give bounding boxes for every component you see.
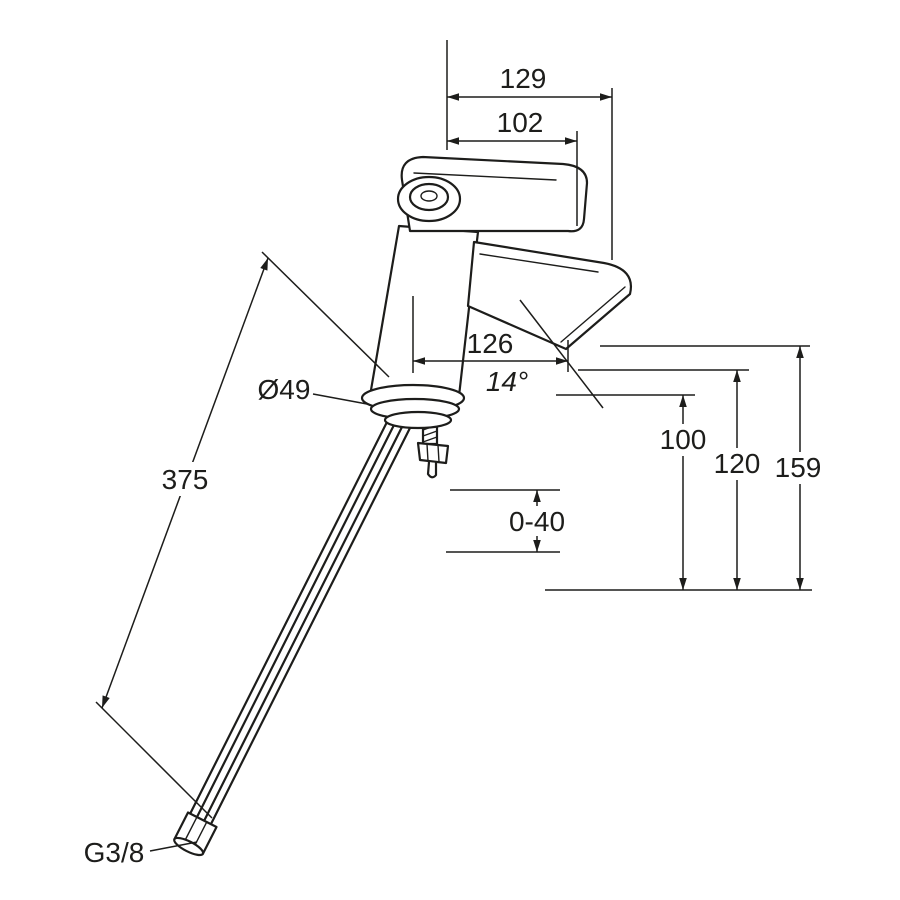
dim-label-159: 159 <box>775 452 822 483</box>
dim-dia49 <box>312 393 368 405</box>
dim-label-129: 129 <box>500 63 547 94</box>
angle-line <box>519 299 604 409</box>
spout-top-inner-line <box>479 253 599 273</box>
dim-g38 <box>149 841 198 852</box>
cartridge-dome <box>396 175 462 223</box>
nut-facet <box>426 443 429 462</box>
dim-label-120: 120 <box>714 448 761 479</box>
faucet-spout <box>466 240 633 351</box>
dim-label-102: 102 <box>497 107 544 138</box>
mounting-hardware <box>416 422 450 479</box>
flange-washer <box>383 410 453 430</box>
dim-129 <box>446 40 613 260</box>
dim-label-g38: G3/8 <box>84 837 145 868</box>
label-mask <box>709 448 765 480</box>
hose-line <box>208 420 415 828</box>
spout-face-inner-line <box>560 286 626 343</box>
hose-line <box>194 413 401 821</box>
dim-375 <box>95 251 390 819</box>
dim-label-375: 375 <box>162 464 209 495</box>
extension-line <box>95 701 213 819</box>
hose-connector-nut <box>173 811 218 857</box>
faucet-body <box>369 224 480 398</box>
faucet-illustration <box>173 155 633 857</box>
label-mask <box>769 452 827 484</box>
nut-facet <box>437 444 440 463</box>
dim-label-14deg: 14° <box>486 366 528 397</box>
label-mask <box>655 424 711 456</box>
label-mask <box>155 462 215 496</box>
dim-label-dia49: Ø49 <box>258 374 311 405</box>
hose-line <box>187 410 394 818</box>
leader-line <box>149 841 198 852</box>
dim-120 <box>578 369 765 590</box>
handle-inner-line <box>413 172 557 181</box>
dim-102 <box>447 131 578 226</box>
dome-middle <box>408 182 450 212</box>
dim-159 <box>600 345 827 590</box>
dim-0-40 <box>446 489 571 553</box>
dim-label-126: 126 <box>467 328 514 359</box>
stud-tip <box>426 460 438 479</box>
dim-label-100: 100 <box>660 424 707 455</box>
dim-label-0-40: 0-40 <box>509 506 565 537</box>
supply-hoses <box>187 410 415 828</box>
angle-indicator-14 <box>519 299 604 409</box>
dome-inner <box>420 190 438 202</box>
base-flange <box>360 383 466 430</box>
dim-100 <box>556 394 711 590</box>
extension-line <box>261 251 390 378</box>
dim-126 <box>412 296 569 373</box>
hose-line <box>201 417 408 825</box>
label-mask <box>503 506 571 536</box>
connector-end-cap <box>173 836 205 857</box>
mounting-nut <box>416 441 450 465</box>
leader-line <box>312 393 368 405</box>
